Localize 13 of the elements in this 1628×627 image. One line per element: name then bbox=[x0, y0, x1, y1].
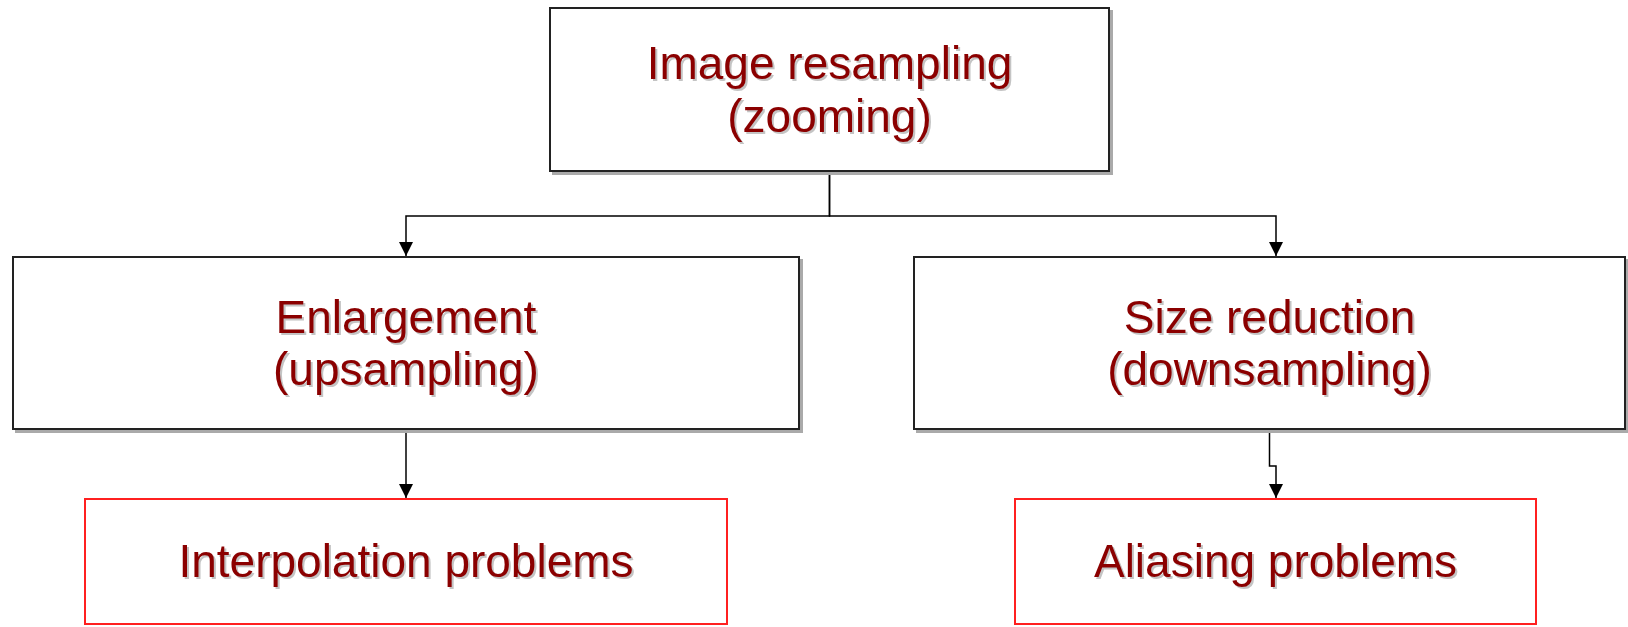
box-label: (upsampling) bbox=[273, 345, 539, 394]
process-box bbox=[12, 256, 800, 430]
process-box bbox=[913, 256, 1626, 430]
box-label: Interpolation problems bbox=[178, 537, 634, 586]
box-label: Enlargement bbox=[275, 292, 537, 341]
process-box bbox=[84, 498, 728, 625]
box-label: Size reduction bbox=[1123, 292, 1416, 341]
process-box bbox=[549, 7, 1110, 172]
box-label: Image resampling bbox=[646, 39, 1013, 88]
box-label: (downsampling) bbox=[1107, 345, 1432, 394]
box-label: Aliasing problems bbox=[1093, 537, 1458, 586]
process-box bbox=[1014, 498, 1537, 625]
box-label: (zooming) bbox=[727, 91, 932, 140]
